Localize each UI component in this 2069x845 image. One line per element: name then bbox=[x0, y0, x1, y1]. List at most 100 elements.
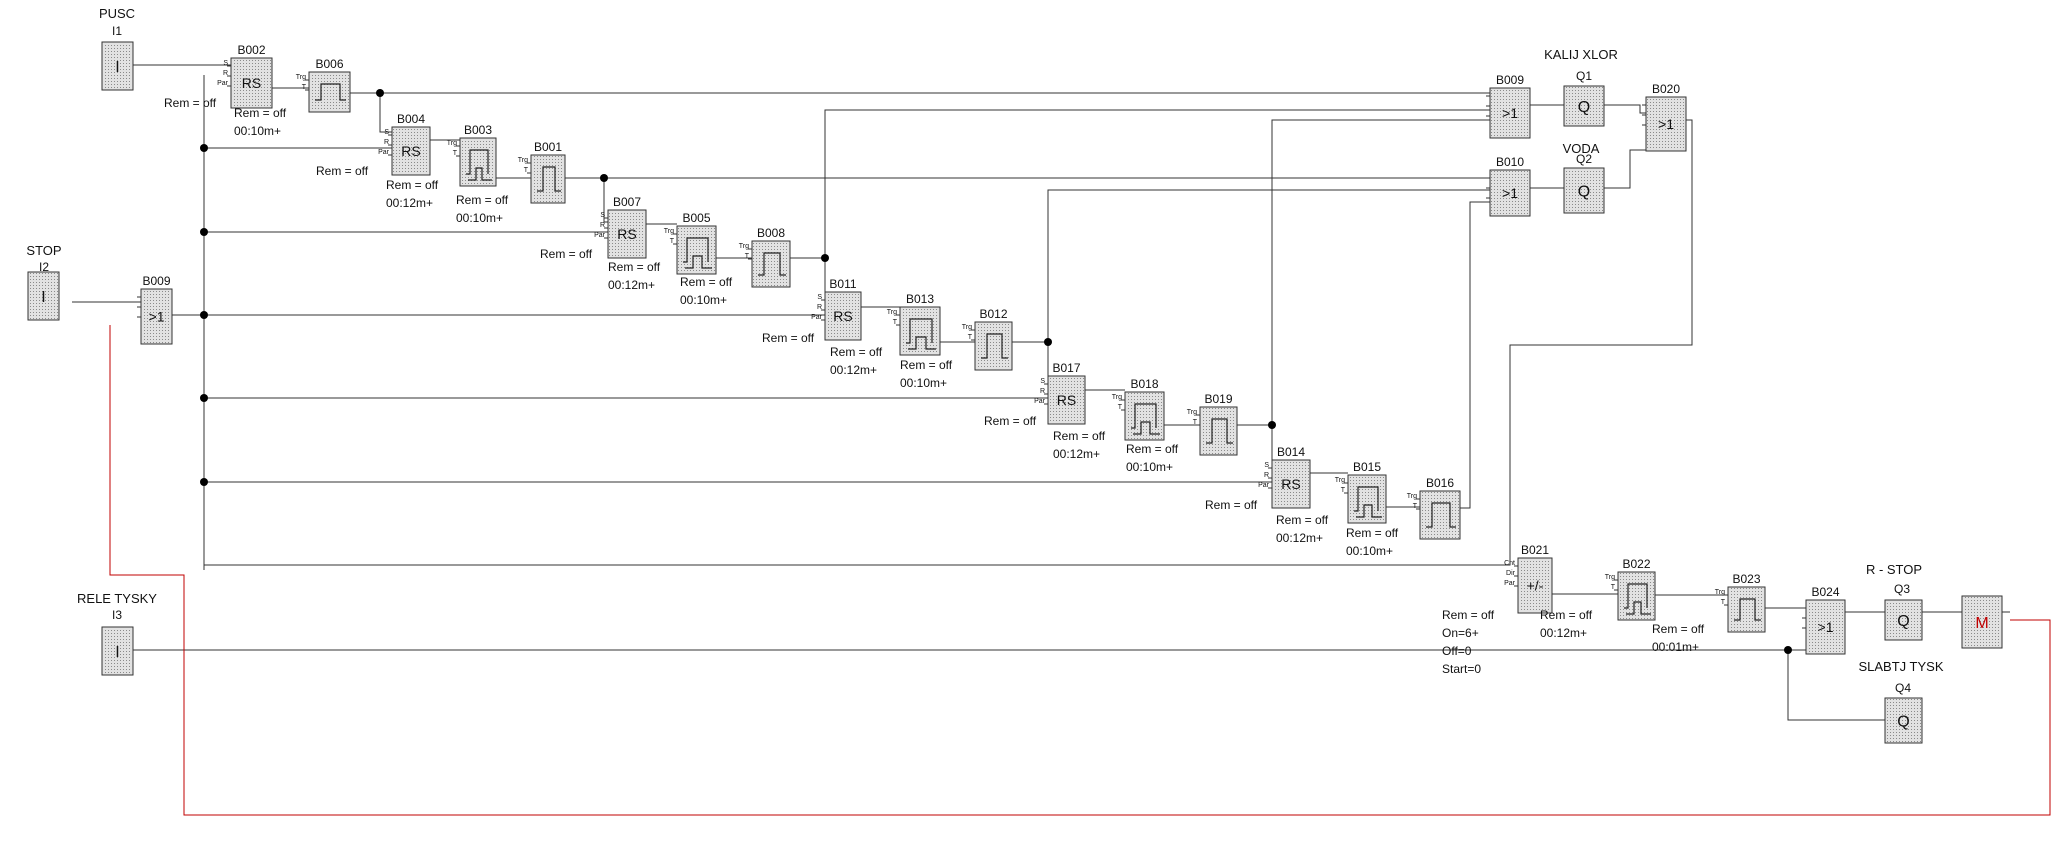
pulse-symbol bbox=[1426, 502, 1456, 528]
param-text: 00:10m+ bbox=[1346, 544, 1393, 558]
block-shading bbox=[1126, 393, 1163, 439]
pin-label: Par bbox=[1034, 398, 1046, 405]
block-id-label: B009 bbox=[1496, 73, 1524, 87]
output-q3[interactable]: R - STOP Q3Q bbox=[1866, 562, 1923, 641]
wire bbox=[379, 93, 392, 133]
block-id-label: B015 bbox=[1353, 460, 1381, 474]
param-text: Rem = off bbox=[830, 345, 883, 359]
block-shading bbox=[826, 293, 860, 339]
pin-label: Par bbox=[594, 232, 606, 239]
block-id-label: B022 bbox=[1622, 557, 1650, 571]
io-id-label: I3 bbox=[112, 608, 122, 622]
param-text: Rem = off bbox=[164, 96, 217, 110]
rs-symbol: RS bbox=[1281, 476, 1300, 492]
io-shading bbox=[29, 273, 58, 319]
pin-label: S bbox=[1264, 462, 1269, 469]
block-b010[interactable]: B010>1 bbox=[1486, 155, 1531, 217]
param-text: Rem = off bbox=[680, 275, 733, 289]
io-name-label: KALIJ XLOR bbox=[1544, 47, 1618, 62]
param-text: Rem = off bbox=[1442, 608, 1495, 622]
pin-label: S bbox=[1040, 378, 1045, 385]
param-text: Rem = off bbox=[1346, 526, 1399, 540]
io-name-label: R - STOP bbox=[1866, 562, 1922, 577]
pulse-symbol bbox=[315, 83, 346, 101]
block-b009[interactable]: B009 >1 bbox=[1486, 73, 1531, 139]
block-b020[interactable]: B020>1 bbox=[1642, 82, 1687, 152]
wire bbox=[1271, 119, 1490, 425]
output-m[interactable]: M bbox=[1961, 595, 2003, 649]
block-id-label: B005 bbox=[682, 211, 710, 225]
block-id-label: B006 bbox=[315, 57, 343, 71]
io-shading bbox=[1886, 699, 1921, 742]
block-symbol: >1 bbox=[1502, 105, 1518, 121]
block-id-label: B017 bbox=[1052, 361, 1080, 375]
block-id-label: B011 bbox=[829, 277, 856, 291]
block-shading bbox=[232, 59, 271, 107]
pin-label: Trg bbox=[664, 228, 674, 235]
pin-label: T bbox=[893, 319, 898, 326]
timer-output-symbol bbox=[685, 255, 712, 269]
io-symbol: M bbox=[1975, 615, 1988, 632]
block-id-label: B004 bbox=[397, 112, 425, 126]
timer-trigger-symbol bbox=[906, 318, 933, 344]
pulse-symbol bbox=[1206, 418, 1233, 444]
param-text: Rem = off bbox=[386, 178, 439, 192]
io-id-label: Q3 bbox=[1894, 582, 1910, 596]
pin-label: S bbox=[384, 129, 389, 136]
pulse-symbol bbox=[758, 252, 786, 276]
param-text: Off=0 bbox=[1442, 644, 1472, 658]
pin-label: Par bbox=[1504, 580, 1516, 587]
pin-label: Trg bbox=[1605, 574, 1615, 581]
io-symbol: Q bbox=[1897, 613, 1909, 630]
timer-output-symbol bbox=[468, 167, 492, 181]
block-shading bbox=[976, 323, 1011, 369]
io-name-label: SLABTJ TYSK bbox=[1858, 659, 1943, 674]
pin-label: R bbox=[223, 70, 228, 77]
timer-trigger-symbol bbox=[1624, 583, 1648, 609]
block-id-label: B007 bbox=[613, 195, 641, 209]
param-text: 00:10m+ bbox=[456, 211, 503, 225]
junction-dot bbox=[1044, 338, 1052, 346]
param-text: 00:10m+ bbox=[1126, 460, 1173, 474]
block-id-label: B014 bbox=[1277, 445, 1305, 459]
wire bbox=[1604, 149, 1646, 189]
block-shading bbox=[1421, 492, 1459, 538]
io-id-label: I1 bbox=[112, 24, 122, 38]
rs-symbol: RS bbox=[401, 143, 420, 159]
param-text: Rem = off bbox=[456, 193, 509, 207]
block-b024[interactable]: B024>1 bbox=[1802, 585, 1846, 655]
block-b009[interactable]: B009>1 bbox=[137, 274, 173, 345]
io-shading bbox=[1565, 87, 1603, 125]
timer-output-symbol bbox=[1356, 504, 1382, 518]
block-id-label: B023 bbox=[1732, 572, 1760, 586]
wire bbox=[1460, 201, 1490, 509]
io-id-label: Q2 bbox=[1576, 152, 1592, 166]
param-text: 00:10m+ bbox=[234, 124, 281, 138]
